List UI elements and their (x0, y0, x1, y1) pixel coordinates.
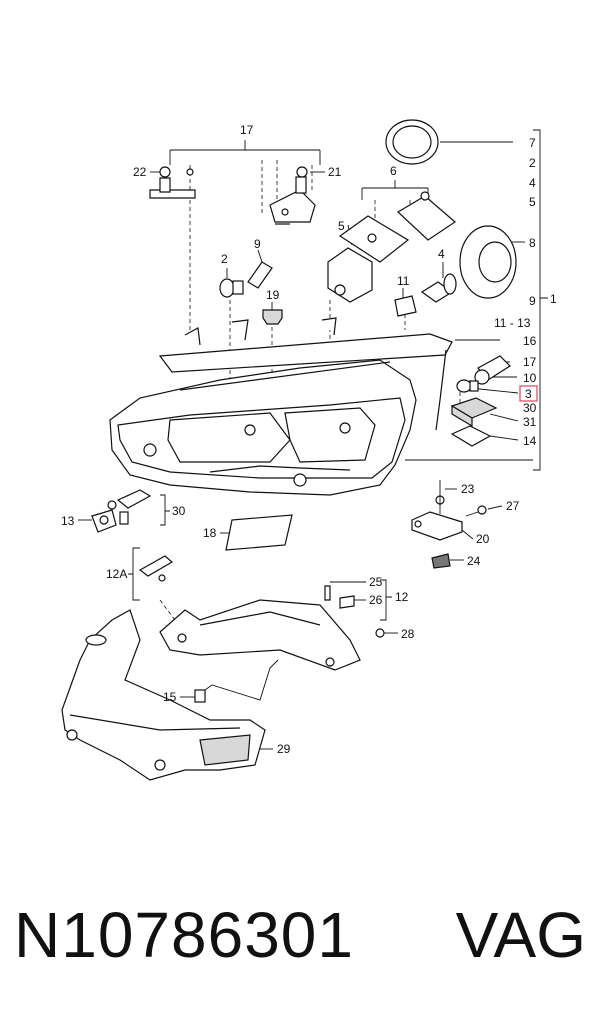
callout-24: 24 (467, 554, 481, 568)
callout-7: 7 (529, 136, 536, 150)
callout-30: 30 (172, 504, 186, 518)
callout-9: 9 (254, 237, 261, 251)
callout-31: 31 (523, 415, 537, 429)
callout-3: 3 (525, 387, 532, 401)
highlight-box (519, 385, 538, 402)
label-18 (225, 514, 293, 551)
label-14 (450, 425, 492, 447)
headlamp-frame-16 (158, 317, 453, 431)
callout-21: 21 (328, 165, 342, 179)
callout-19: 19 (266, 288, 280, 302)
carrier-29 (61, 609, 266, 781)
callout-6: 6 (390, 164, 397, 178)
adjuster-13 (91, 509, 117, 533)
clip-24 (431, 553, 451, 569)
brand-name: VAG (455, 899, 586, 971)
washer-line-15 (194, 659, 279, 703)
callout-12: 12 (395, 590, 409, 604)
headlamp-housing (109, 359, 417, 496)
module-31 (450, 397, 498, 428)
callout-14: 14 (523, 434, 537, 448)
cover-8 (459, 225, 517, 299)
actuator-5 (327, 247, 373, 303)
cap-19 (262, 309, 283, 325)
callout-26: 26 (369, 593, 383, 607)
callout-labels: 17 22 21 7 2 4 5 6 5 4 8 2 9 19 11 9 1 1… (61, 123, 557, 756)
bulb-socket-9 (247, 261, 273, 289)
callout-15: 15 (163, 690, 177, 704)
screw-27 (465, 505, 487, 517)
bulb-3 (456, 379, 479, 393)
callout-10: 10 (523, 371, 537, 385)
callout-30-right: 30 (523, 401, 537, 415)
callout-5: 5 (338, 219, 345, 233)
clip-11 (394, 295, 417, 317)
bracket-20 (411, 480, 463, 541)
gasket-6 (338, 191, 456, 263)
callout-2-right: 2 (529, 156, 536, 170)
callout-4: 4 (438, 247, 445, 261)
part-info-footer: N10786301 VAG (0, 890, 600, 980)
exploded-parts-diagram: 17 22 21 7 2 4 5 6 5 4 8 2 9 19 11 9 1 1… (61, 119, 557, 781)
part-number: N10786301 (14, 899, 354, 971)
callout-12A: 12A (106, 567, 127, 581)
callout-25: 25 (369, 575, 383, 589)
callout-16: 16 (523, 334, 537, 348)
cap-7 (385, 119, 439, 165)
mounting-bracket-21 (269, 166, 316, 225)
callout-23: 23 (461, 482, 475, 496)
lower-bracket-12 (159, 585, 385, 671)
callout-22: 22 (133, 165, 147, 179)
callout-13: 13 (61, 514, 75, 528)
callout-17-right: 17 (523, 355, 537, 369)
callout-17: 17 (240, 123, 254, 137)
callout-27: 27 (506, 499, 520, 513)
callout-11: 11 (397, 274, 410, 288)
bulb-2 (219, 278, 244, 298)
callout-20: 20 (476, 532, 490, 546)
callout-9-right: 9 (529, 294, 536, 308)
callout-18: 18 (203, 526, 217, 540)
adjuster-30 (107, 489, 152, 525)
callout-29: 29 (277, 742, 291, 756)
callout-1: 1 (550, 292, 557, 306)
callout-2: 2 (221, 252, 228, 266)
callout-4-right: 4 (529, 176, 536, 190)
callout-5-right: 5 (529, 195, 536, 209)
bulb-10 (474, 355, 511, 385)
bulb-4 (420, 273, 457, 303)
callout-8: 8 (529, 236, 536, 250)
mounting-bracket-22 (149, 166, 196, 199)
callout-28: 28 (401, 627, 415, 641)
connector-12A (138, 555, 174, 582)
callout-11-13: 11 - 13 (494, 316, 531, 330)
